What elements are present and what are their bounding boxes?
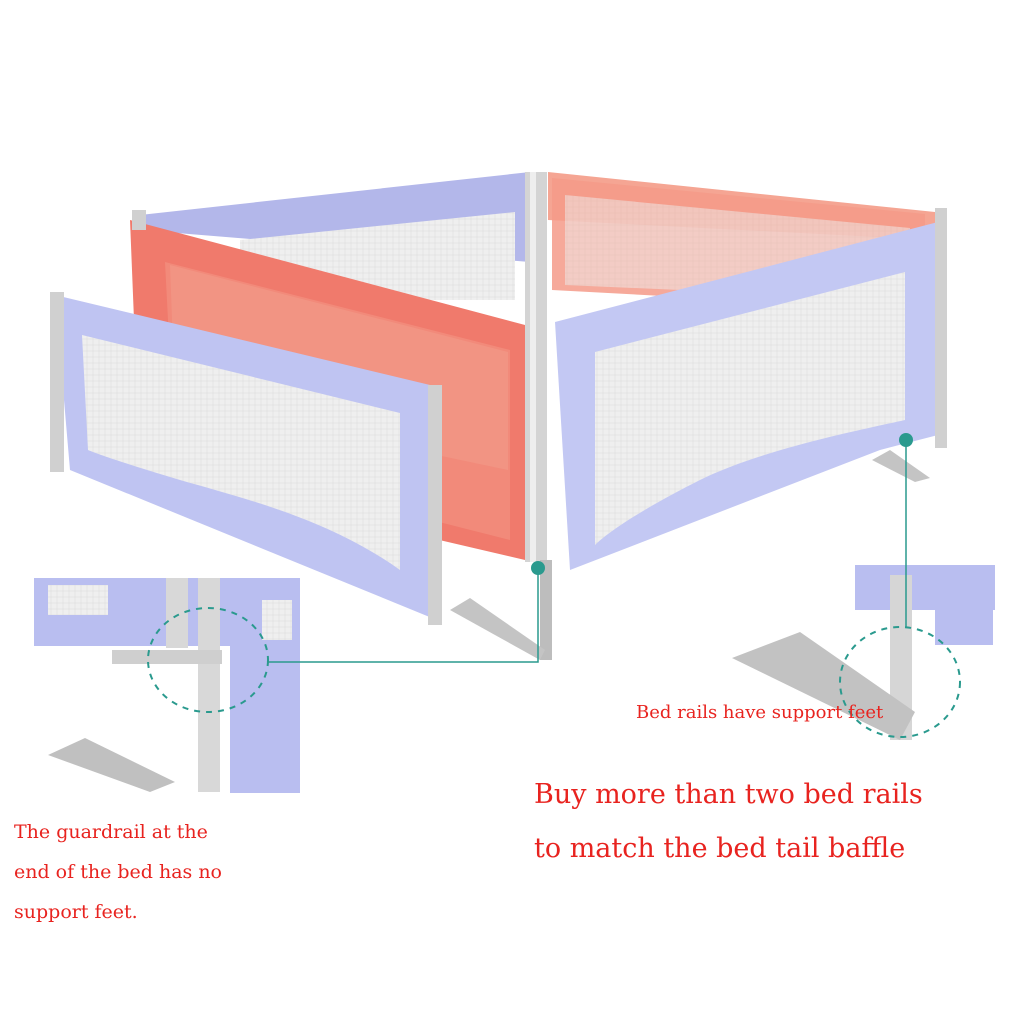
callout-dot-center [531,561,545,575]
inset-left-highlight-circle [147,607,269,713]
inset-right-highlight-circle [839,626,961,738]
caption-line: Buy more than two bed rails [534,779,923,810]
corner-post-back-right [935,208,947,448]
corner-post-center [525,172,552,660]
caption-line: to match the bed tail baffle [534,833,906,864]
end-guardrail-caption: The guardrail at the end of the bed has … [14,812,222,932]
corner-post-back-left [132,210,146,230]
corner-post-front-left [50,292,64,472]
front-lavender-rail-panel [55,295,432,618]
buy-more-caption: Buy more than two bed rails to match the… [534,768,923,876]
caption-line: end of the bed has no [14,861,222,883]
callout-connector-right [899,433,913,628]
caption-line: The guardrail at the [14,821,208,843]
support-foot-center [450,598,545,660]
corner-post-front-right [428,385,442,625]
right-lavender-rail-panel [555,222,938,570]
caption-line: support feet. [14,901,138,923]
callout-dot-right [899,433,913,447]
callout-connector-left [268,561,545,663]
support-foot-right [872,450,930,482]
support-feet-caption: Bed rails have support feet [636,702,884,723]
inset-end-rail-detail [34,578,300,793]
inset-support-foot-detail [732,565,995,740]
